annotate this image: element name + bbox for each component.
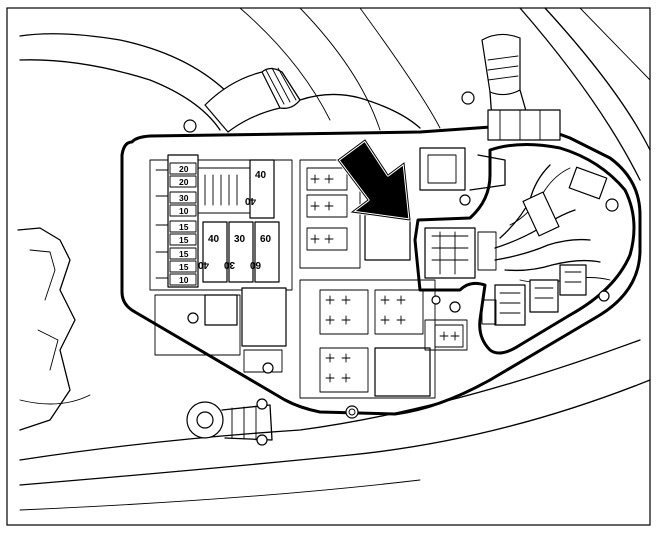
- fuse-rating-label: 30: [179, 193, 189, 203]
- background-engine-bay: [17, 7, 651, 511]
- connector-area: [413, 109, 636, 355]
- maxi-fuse-rating-label-inverted: 60: [249, 259, 261, 270]
- fuse-slot: [169, 247, 197, 260]
- fuse-rating-label: 15: [179, 222, 189, 232]
- maxi-fuse-rating-label-inverted: 40: [197, 259, 209, 270]
- mini-fuse-column: 20 20 30 10 15 15 15 15: [155, 154, 199, 288]
- maxi-fuse-block: 40 40 40 40 30 30 60 60: [197, 159, 280, 283]
- fuse-slot: [169, 204, 197, 217]
- fuse-slot: [169, 162, 197, 175]
- fuse-slot: [169, 175, 197, 188]
- relay-sockets: [306, 167, 464, 393]
- maxi-fuse-rating-label-inverted: 30: [223, 259, 235, 270]
- maxi-fuse: [202, 221, 228, 283]
- maxi-fuse-rating-label-inverted: 40: [244, 195, 256, 206]
- fuse-slot: [169, 260, 197, 273]
- maxi-fuse: [249, 159, 275, 219]
- fuse-slot: [169, 220, 197, 233]
- maxi-fuse-rating-label: 30: [234, 234, 246, 245]
- fuse-rating-label: 20: [179, 164, 189, 174]
- maxi-fuse: [228, 221, 254, 283]
- maxi-fuse: [254, 221, 280, 283]
- fuse-rating-label: 10: [179, 206, 189, 216]
- fuse-rating-label: 15: [179, 262, 189, 272]
- fuse-rating-label: 15: [179, 235, 189, 245]
- fusebox-interior: [149, 147, 471, 419]
- connector-area-outline: [413, 142, 636, 355]
- fuse-rating-label: 15: [179, 249, 189, 259]
- figure-frame: [6, 7, 651, 526]
- fuse-slot: [169, 273, 197, 286]
- fuse-slot: [169, 191, 197, 204]
- fuse-slot: [169, 233, 197, 246]
- fuse-rating-label: 20: [179, 177, 189, 187]
- maxi-fuse-rating-label: 40: [255, 170, 267, 181]
- fuse-rating-label: 10: [179, 275, 189, 285]
- maxi-fuse-rating-label: 60: [260, 234, 272, 245]
- maxi-fuse-rating-label: 40: [208, 234, 220, 245]
